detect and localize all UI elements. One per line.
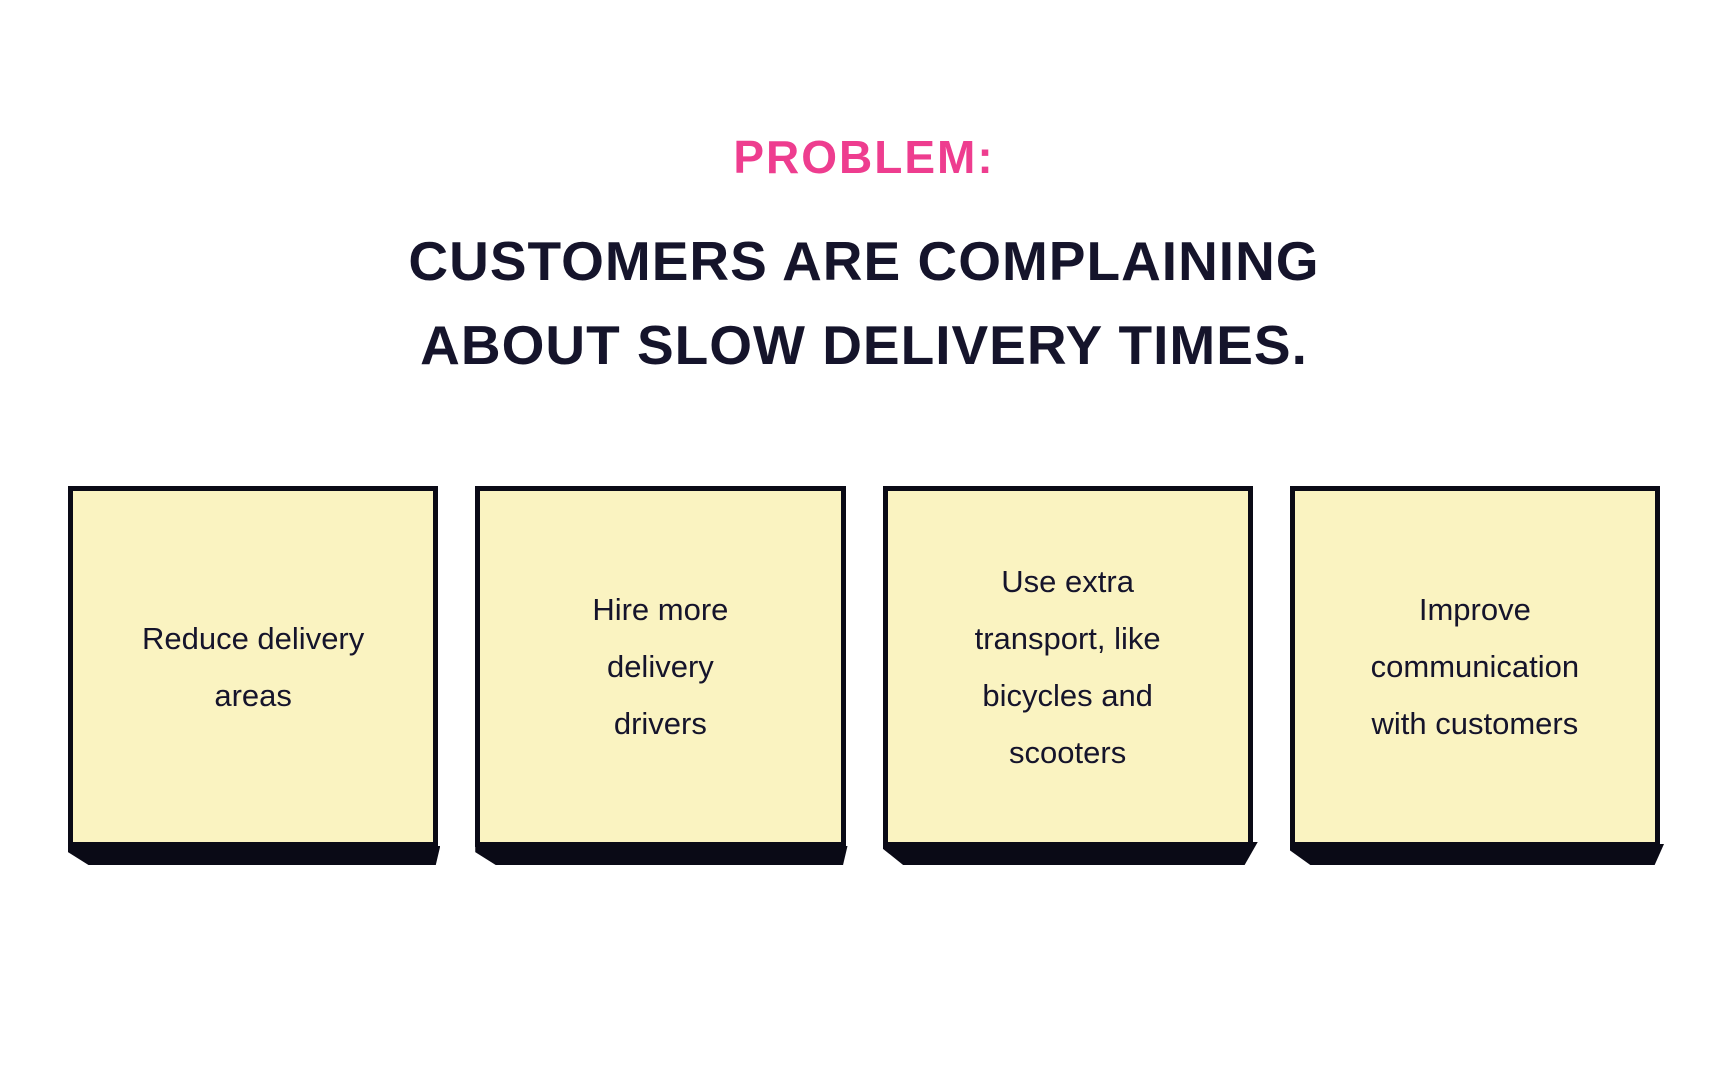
note-line: areas	[214, 677, 292, 713]
note-line: communication	[1370, 649, 1580, 684]
note-line: bicycles and	[982, 677, 1153, 713]
note-line: transport, like	[974, 620, 1161, 656]
sticky-note-hire-more-drivers: Hire more delivery drivers	[475, 486, 846, 847]
note-line: Hire more	[592, 592, 729, 627]
sticky-note-text: Use extra transport, like bicycles and s…	[888, 553, 1248, 781]
note-line: delivery	[606, 649, 714, 684]
headline: CUSTOMERS ARE COMPLAINING ABOUT SLOW DEL…	[0, 219, 1728, 387]
note-line: drivers	[613, 706, 707, 741]
headline-line-1: CUSTOMERS ARE COMPLAINING	[408, 230, 1320, 292]
note-line: scooters	[1009, 734, 1127, 770]
problem-label: PROBLEM:	[733, 131, 995, 183]
note-line: Improve	[1418, 592, 1531, 627]
sticky-note-use-extra-transport: Use extra transport, like bicycles and s…	[882, 486, 1253, 847]
sticky-note-reduce-delivery-areas: Reduce delivery areas	[68, 486, 439, 847]
sticky-note-improve-communication: Improve communication with customers	[1289, 486, 1660, 847]
sticky-note-text: Hire more delivery drivers	[480, 581, 840, 752]
sticky-note-text: Improve communication with customers	[1295, 581, 1655, 752]
solutions-row: Reduce delivery areas Hire more delivery…	[68, 486, 1660, 847]
note-line: Use extra	[1001, 563, 1134, 599]
note-line: with customers	[1371, 706, 1579, 741]
headline-line-2: ABOUT SLOW DELIVERY TIMES.	[420, 314, 1308, 376]
note-line: Reduce delivery	[141, 620, 365, 656]
sticky-note-text: Reduce delivery areas	[73, 610, 433, 724]
